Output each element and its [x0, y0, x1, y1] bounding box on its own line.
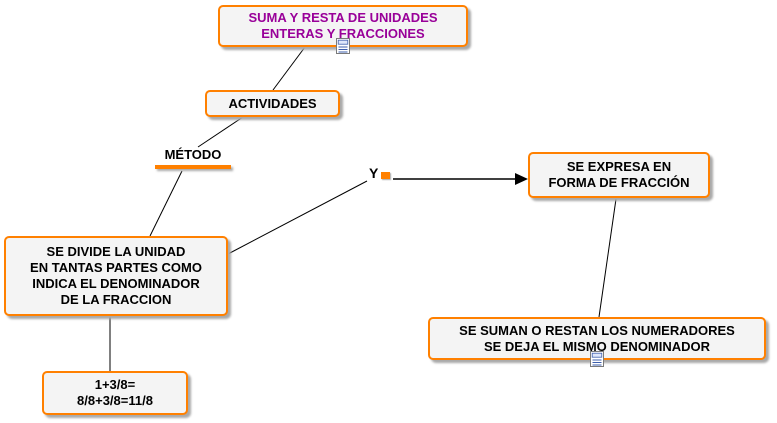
node-actividades[interactable]: ACTIVIDADES: [205, 90, 340, 117]
node-divide-unidad[interactable]: SE DIVIDE LA UNIDAD EN TANTAS PARTES COM…: [4, 236, 228, 316]
document-resource-icon[interactable]: [336, 38, 350, 54]
actividades-node-text: ACTIVIDADES: [228, 95, 317, 111]
connector-actividades-metodo: [197, 116, 244, 148]
y-label-text: Y: [369, 165, 379, 181]
node-suma-resta-title[interactable]: SUMA Y RESTA DE UNIDADES ENTERAS Y FRACC…: [218, 5, 468, 54]
title-node-text: SUMA Y RESTA DE UNIDADES ENTERAS Y FRACC…: [248, 10, 438, 41]
connector-divide-y: [227, 180, 368, 255]
linking-phrase-y[interactable]: Y: [369, 165, 391, 181]
connector-title-actividades: [272, 46, 306, 91]
metodo-label-text: MÉTODO: [164, 147, 222, 162]
y-underline: [381, 172, 391, 179]
document-resource-icon[interactable]: [590, 351, 604, 367]
connector-expresa-suman: [598, 198, 617, 318]
linking-phrase-metodo[interactable]: MÉTODO: [155, 147, 231, 169]
suman-node-text: SE SUMAN O RESTAN LOS NUMERADORES SE DEJ…: [459, 322, 735, 354]
expresa-node-text: SE EXPRESA EN FORMA DE FRACCIÓN: [548, 159, 690, 190]
divide-node-text: SE DIVIDE LA UNIDAD EN TANTAS PARTES COM…: [30, 244, 202, 307]
node-suman-numeradores[interactable]: SE SUMAN O RESTAN LOS NUMERADORES SE DEJ…: [428, 317, 766, 367]
node-ejemplo-fraccion[interactable]: 1+3/8= 8/8+3/8=11/8: [42, 371, 188, 415]
ejemplo-node-text: 1+3/8= 8/8+3/8=11/8: [77, 377, 153, 408]
metodo-underline: [155, 165, 231, 169]
node-expresa-fraccion[interactable]: SE EXPRESA EN FORMA DE FRACCIÓN: [528, 152, 710, 198]
arrowhead-icon: [515, 173, 528, 185]
connector-metodo-divide: [149, 170, 183, 237]
